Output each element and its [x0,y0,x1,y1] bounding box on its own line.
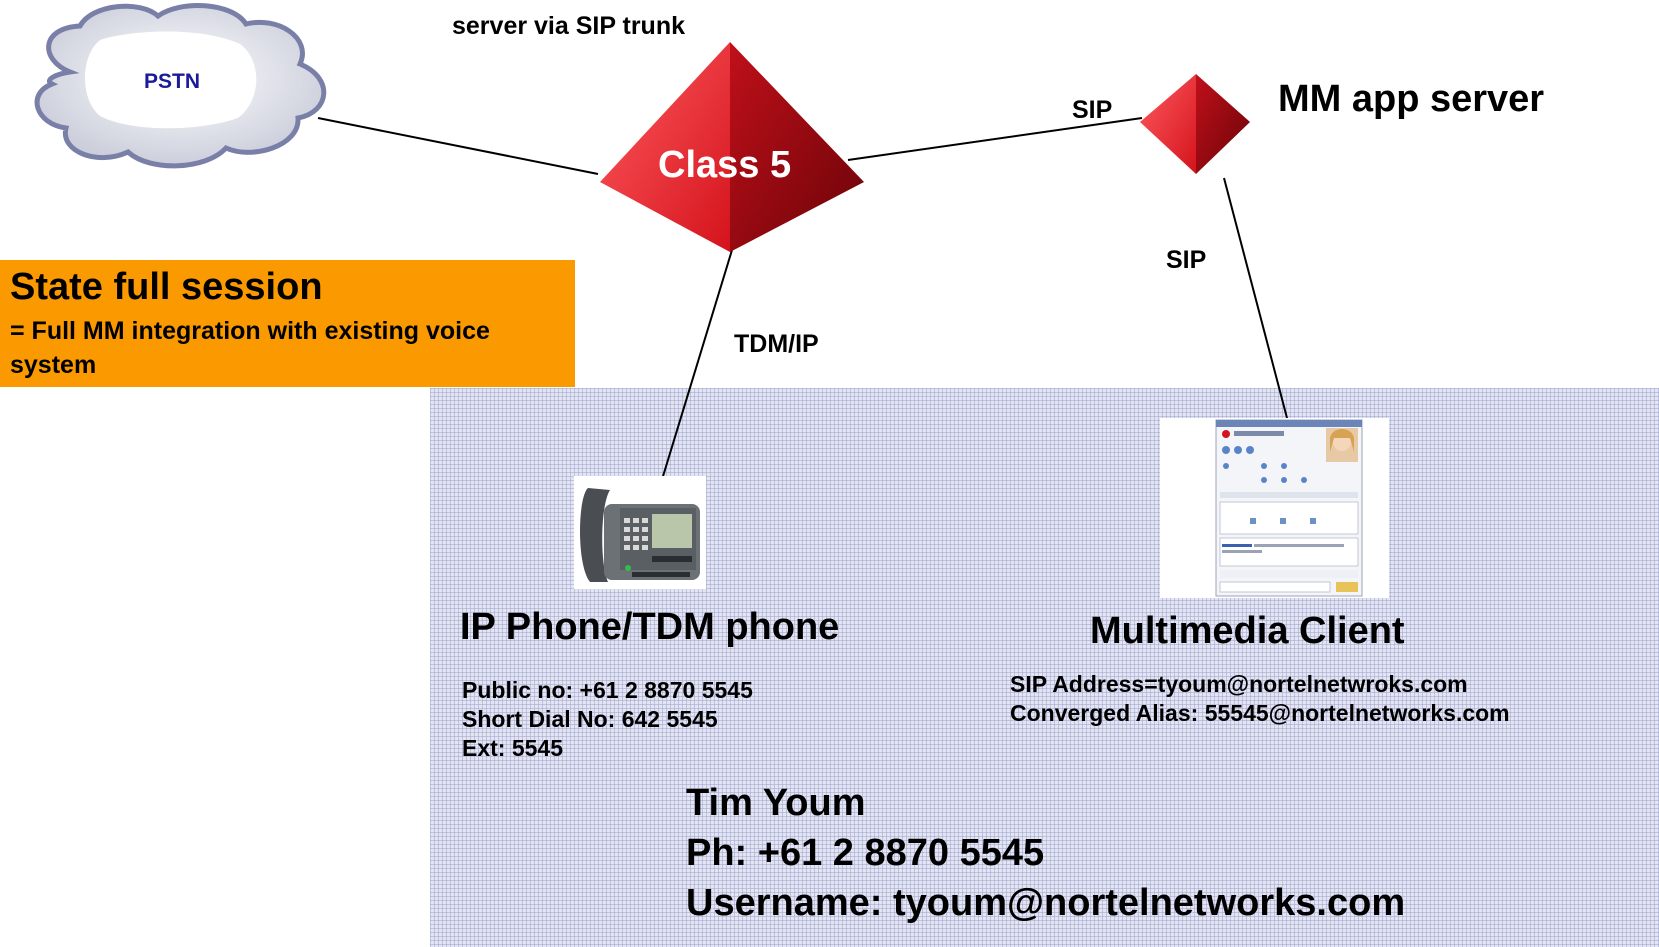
top-caption: server via SIP trunk [452,12,686,40]
mm-sip-address: SIP Address=tyoum@nortelnetwroks.com [1010,671,1468,697]
phone-details: Public no: +61 2 8870 5545 Short Dial No… [462,676,753,763]
class5-switch-icon [600,42,864,252]
class5-label: Class 5 [658,144,792,186]
class5-mmserver-link [847,117,1143,161]
mm-client-title: Multimedia Client [1090,610,1405,652]
phone-short-dial: Short Dial No: 642 5545 [462,706,718,732]
pstn-cloud-icon [34,3,327,169]
class5-phone-link [656,249,733,497]
pstn-class5-link [317,117,599,175]
user-username: Username: tyoum@nortelnetworks.com [686,882,1406,924]
user-details: Tim Youm Ph: +61 2 8870 5545 Username: t… [686,778,1405,928]
user-name: Tim Youm [686,782,866,824]
phone-title: IP Phone/TDM phone [460,606,840,648]
tdm-ip-link-label: TDM/IP [734,330,819,358]
sip-link-label-top: SIP [1072,96,1113,124]
phone-public-number: Public no: +61 2 8870 5545 [462,677,753,703]
state-box-title: State full session [10,266,323,308]
phone-extension: Ext: 5545 [462,735,564,761]
mm-converged-alias: Converged Alias: 55545@nortelnetworks.co… [1010,700,1510,726]
mm-client-details: SIP Address=tyoum@nortelnetwroks.com Con… [1010,670,1510,728]
mmserver-client-link [1223,177,1288,419]
pstn-label: PSTN [144,70,201,93]
user-phone: Ph: +61 2 8870 5545 [686,832,1045,874]
mm-app-server-icon [1140,74,1250,174]
sip-link-label-right: SIP [1166,246,1207,274]
ip-phone-icon [574,476,706,589]
state-box-description: = Full MM integration with existing voic… [10,317,490,379]
state-full-session-box [0,260,575,387]
multimedia-client-screenshot [1160,418,1389,598]
mm-app-server-label: MM app server [1278,78,1545,120]
